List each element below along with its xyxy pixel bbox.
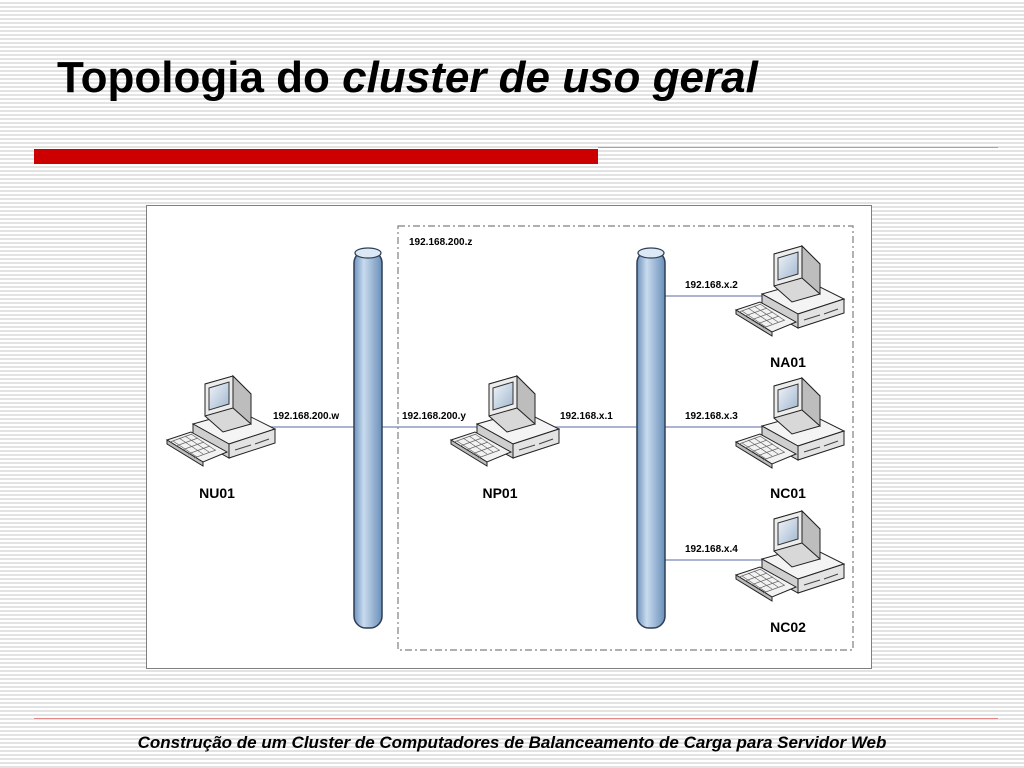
- node-label-nu01: NU01: [199, 485, 235, 501]
- cluster-boundary: [397, 225, 854, 651]
- backbone-private: [636, 247, 666, 629]
- node-label-na01: NA01: [770, 354, 806, 370]
- computer-icon-na01: [735, 245, 845, 337]
- slide-footer: Construção de um Cluster de Computadores…: [137, 733, 887, 752]
- node-label-nc02: NC02: [770, 619, 806, 635]
- footer-divider: [34, 718, 998, 719]
- link-label-nu01: 192.168.200.w: [273, 411, 339, 422]
- title-accent-line: [598, 147, 998, 148]
- slide-title-emphasis: cluster de uso geral: [342, 53, 758, 102]
- node-label-nc01: NC01: [770, 485, 806, 501]
- cluster-subnet-label: 192.168.200.z: [409, 237, 472, 248]
- node-label-np01: NP01: [482, 485, 517, 501]
- slide-title-text: Topologia do: [57, 53, 343, 102]
- topology-diagram-canvas: 192.168.200.z 192.168.200.w 192.168.200.…: [166, 225, 854, 651]
- computer-icon-nu01: [166, 375, 276, 467]
- topology-diagram: 192.168.200.z 192.168.200.w 192.168.200.…: [146, 205, 872, 669]
- link-label-nc01: 192.168.x.3: [685, 411, 738, 422]
- computer-icon-nc01: [735, 377, 845, 469]
- computer-icon-nc02: [735, 510, 845, 602]
- link-label-np01-private: 192.168.x.1: [560, 411, 613, 422]
- backbone-public: [353, 247, 383, 629]
- link-label-na01: 192.168.x.2: [685, 280, 738, 291]
- title-accent-bar: [34, 149, 598, 164]
- link-label-nc02: 192.168.x.4: [685, 544, 738, 555]
- link-label-np01-public: 192.168.200.y: [402, 411, 466, 422]
- slide-title: Topologia do cluster de uso geral: [57, 50, 758, 106]
- computer-icon-np01: [450, 375, 560, 467]
